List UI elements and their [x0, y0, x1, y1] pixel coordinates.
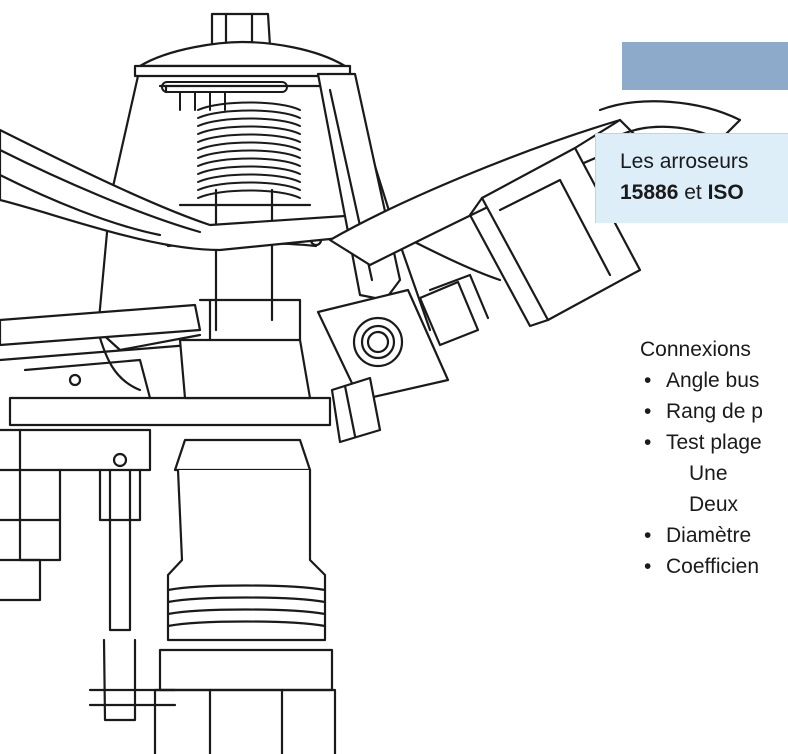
- spec-item-rang: Rang de p: [640, 396, 788, 427]
- callout-connector: et: [678, 181, 708, 204]
- drive-box: [468, 118, 642, 328]
- spec-item-coefficient: Coefficien: [640, 551, 788, 582]
- spec-item-angle: Angle bus: [640, 365, 788, 396]
- callout-line-1: Les arroseurs: [620, 150, 749, 173]
- swing-arm: [0, 128, 372, 252]
- bearing-body: [153, 438, 337, 754]
- spec-subitem-deux: Deux: [689, 493, 739, 516]
- spec-heading: Connexions: [640, 338, 751, 361]
- spec-item-diametre: Diamètre: [640, 520, 788, 551]
- standards-callout: Les arroseurs 15886 et ISO: [595, 133, 788, 223]
- standard-iso: ISO: [707, 181, 744, 204]
- side-nut: [330, 376, 382, 444]
- callout-line-2: 15886 et ISO: [620, 177, 788, 208]
- nozzle-block: [316, 273, 490, 402]
- title-bar: [622, 42, 788, 90]
- standard-15886: 15886: [620, 181, 679, 204]
- spec-subitem-une: Une: [689, 462, 728, 485]
- deflector-arm: [316, 72, 402, 302]
- base-flange: [0, 298, 332, 427]
- spec-list: Connexions Angle bus Rang de p Test plag…: [640, 334, 788, 582]
- cap-dome: [133, 40, 352, 94]
- trip-lever: [0, 373, 177, 722]
- spec-item-test: Test plage: [640, 427, 788, 458]
- spring-coil: [161, 81, 301, 199]
